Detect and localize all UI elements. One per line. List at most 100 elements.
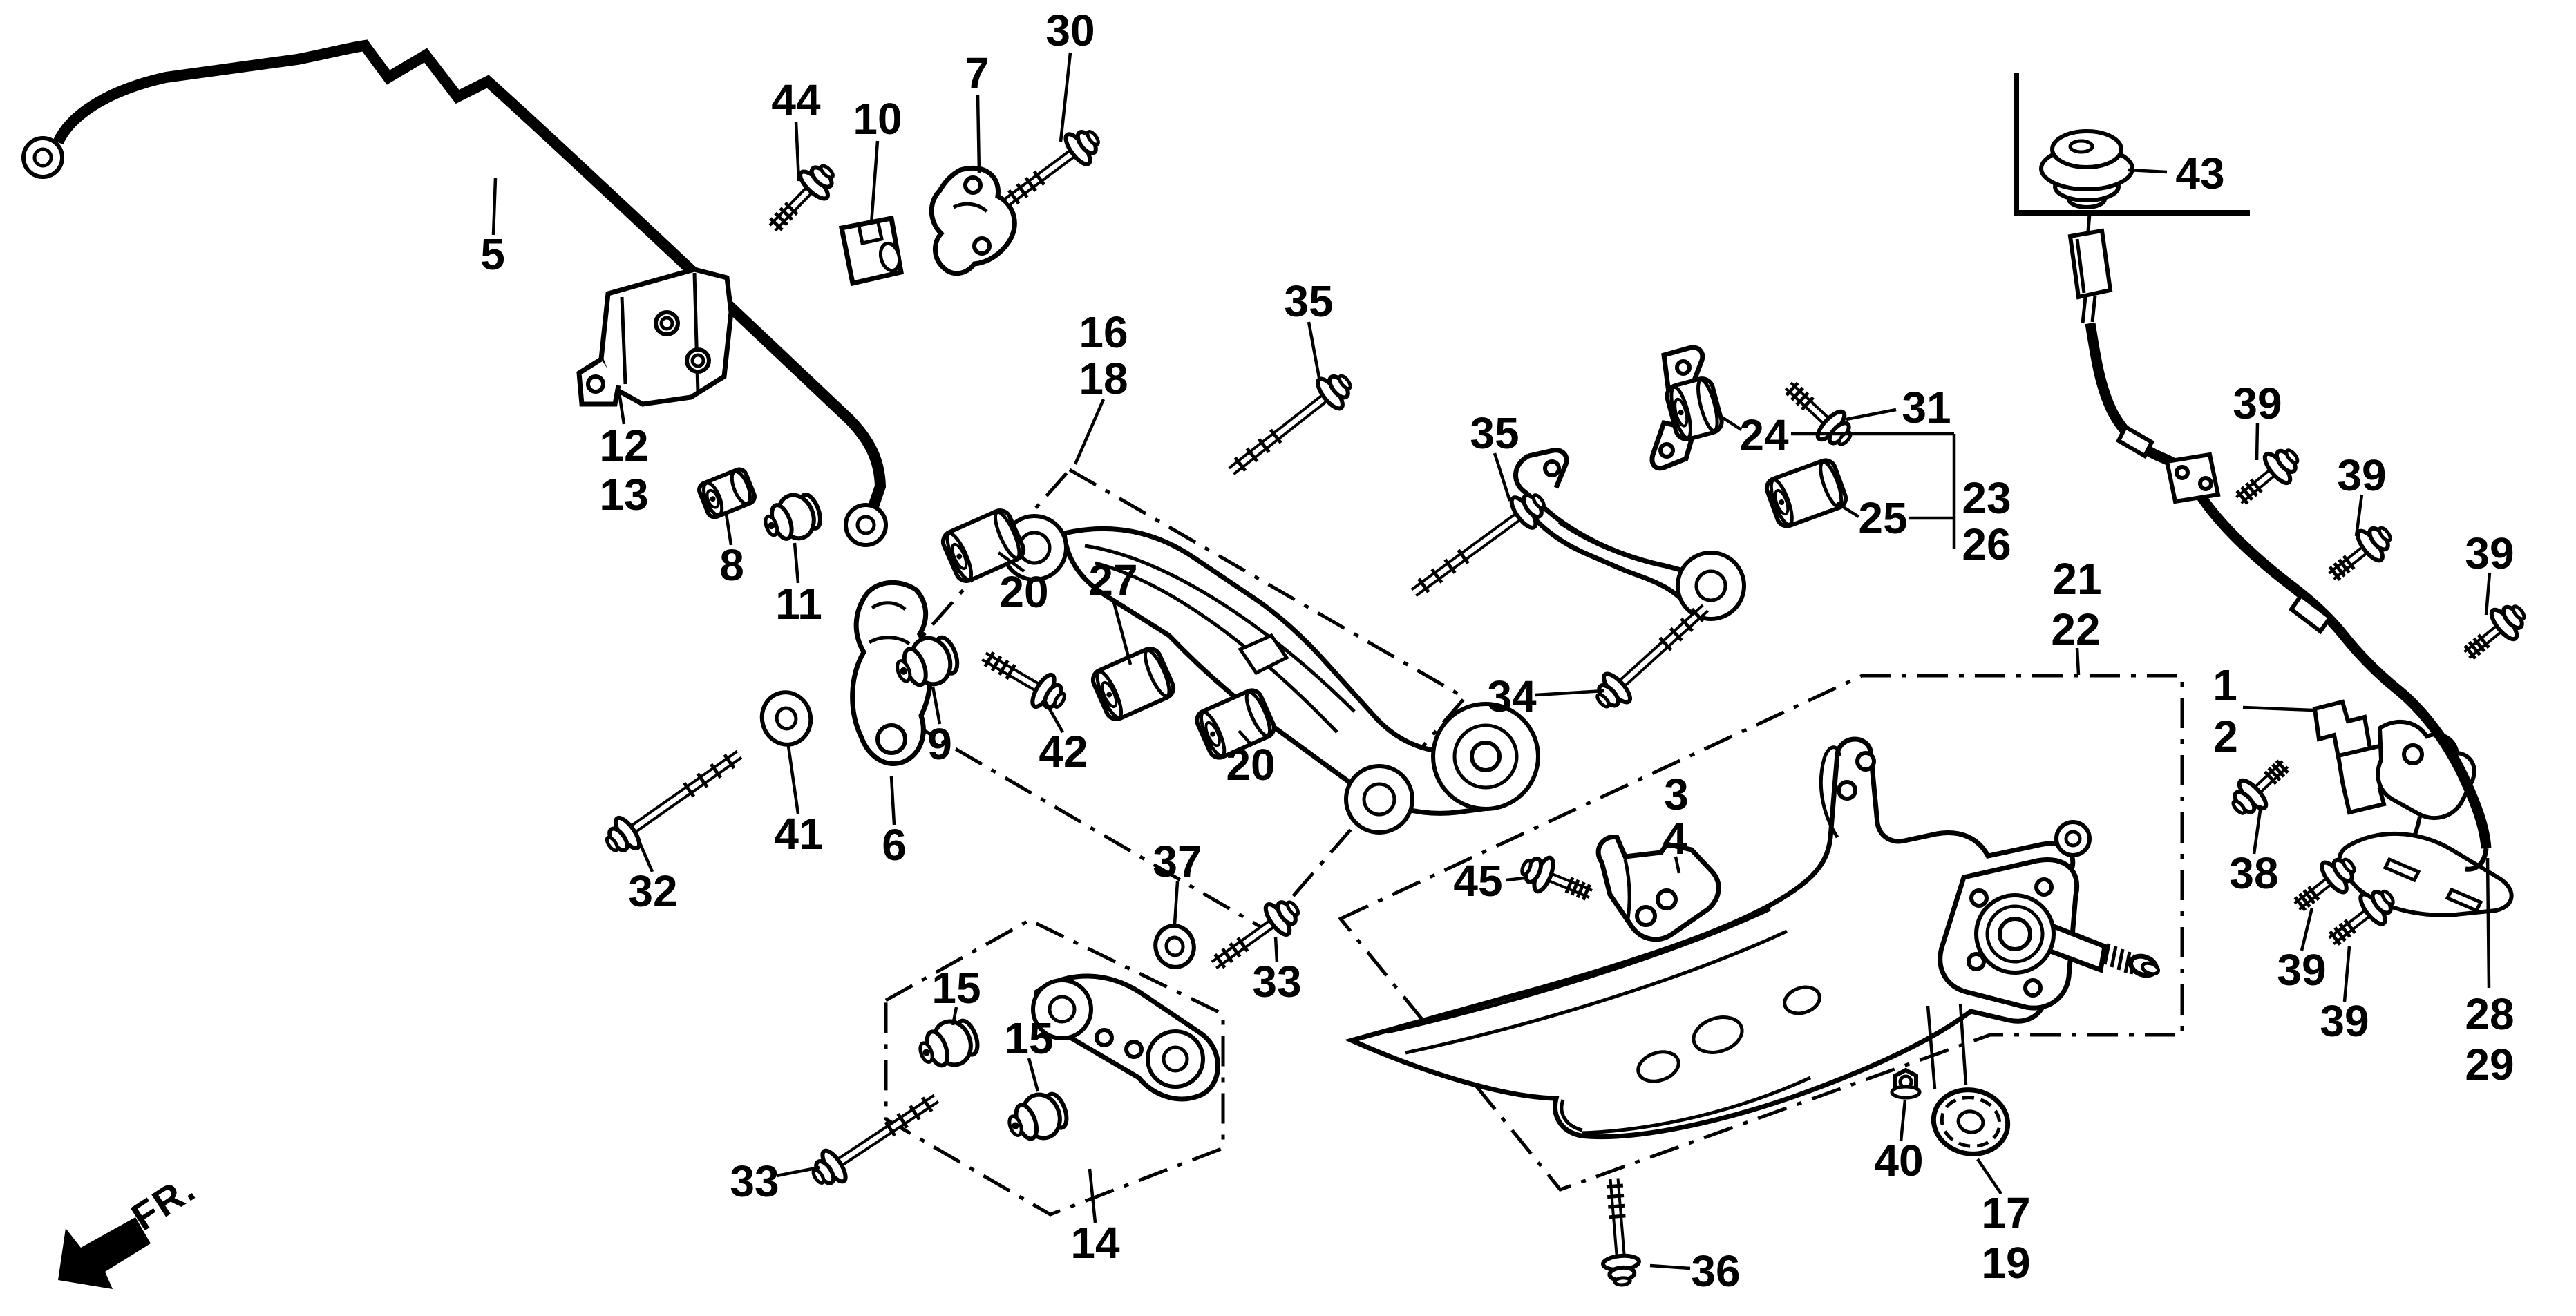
- part-callout-28: 28: [2465, 989, 2514, 1039]
- part-callout-41: 41: [774, 809, 823, 859]
- part-callout-23: 23: [1962, 473, 2011, 523]
- part-callout-7: 7: [965, 48, 989, 98]
- spindle-splines: [2103, 943, 2137, 975]
- upper-arm-eye: [1676, 551, 1746, 621]
- bushing-27: [1090, 647, 1176, 721]
- part-callout-1: 1: [2213, 660, 2237, 710]
- bolt-36: [1601, 1178, 1641, 1287]
- bushing-15-a: [918, 1018, 980, 1068]
- bracket12-hole: [586, 374, 605, 394]
- part-callout-10: 10: [853, 94, 902, 144]
- leader-line: [1088, 1168, 1097, 1223]
- part-callout-37: 37: [1153, 837, 1202, 886]
- leader-line: [2485, 857, 2491, 989]
- part-callout-25: 25: [1858, 493, 1907, 543]
- bushing-20-rear: [1195, 688, 1276, 760]
- leader-line: [2252, 805, 2263, 855]
- part-callout-13: 13: [599, 470, 648, 519]
- upper-arm-23-26: [1513, 448, 1694, 613]
- leader-line: [976, 95, 981, 173]
- part-callout-36: 36: [1691, 1246, 1740, 1296]
- leader-line: [869, 140, 880, 225]
- part-callout-24: 24: [1739, 410, 1789, 460]
- part-callout-14: 14: [1070, 1218, 1120, 1268]
- part-callout-17: 17: [1981, 1188, 2030, 1238]
- leader-line: [2484, 572, 2492, 616]
- clamp7-hole-a: [963, 175, 983, 195]
- part-callout-29: 29: [2465, 1040, 2514, 1089]
- sensor-bracket-hole: [2402, 743, 2424, 765]
- part-callout-39: 39: [2233, 379, 2282, 428]
- leader-line: [1173, 881, 1180, 925]
- harness-sleeve-a: [2116, 423, 2154, 459]
- leader-line: [1926, 1005, 1937, 1089]
- clip-plate-hole-b: [2198, 476, 2213, 491]
- part-callout-18: 18: [1079, 354, 1128, 403]
- bolt-33-upper: [1211, 900, 1300, 970]
- leader-line: [637, 841, 654, 872]
- part-callout-5: 5: [480, 229, 505, 279]
- nut-40: [1890, 1067, 1922, 1100]
- bolt-39-b: [2328, 526, 2392, 582]
- part-callout-32: 32: [628, 866, 677, 916]
- leader-line: [2300, 907, 2314, 951]
- leader-line: [1111, 599, 1133, 665]
- bolt-33-lower: [811, 1094, 940, 1185]
- leader-line: [1493, 452, 1512, 502]
- fr-direction-arrow: FR.: [58, 1166, 203, 1289]
- bolt-39-c: [2463, 604, 2526, 660]
- part-callout-44: 44: [771, 75, 821, 125]
- part-callout-4: 4: [1663, 814, 1687, 864]
- leader-line: [1043, 699, 1064, 734]
- part-callout-26: 26: [1962, 519, 2011, 569]
- inset-corner-box: [2014, 73, 2250, 216]
- leader-line: [2075, 647, 2081, 676]
- bracket34-hole-b: [1656, 888, 1678, 910]
- bolt-32: [605, 750, 743, 852]
- part-callout-20: 20: [1226, 740, 1275, 790]
- bolt-45: [1520, 855, 1593, 901]
- part-callout-33: 33: [1252, 957, 1301, 1007]
- washer-37: [1153, 924, 1196, 969]
- leader-line: [776, 1165, 820, 1178]
- part-callout-19: 19: [1981, 1238, 2030, 1288]
- bushing-8: [697, 467, 757, 519]
- part-callout-15: 15: [931, 963, 981, 1013]
- leader-line: [491, 178, 498, 236]
- part-callout-16: 16: [1079, 307, 1128, 357]
- leader-line: [1273, 936, 1279, 963]
- part-callout-33: 33: [730, 1156, 779, 1206]
- generated-parts: [21, 130, 2526, 1287]
- bracket34-tab-hole: [1543, 459, 1561, 477]
- leader-line: [1899, 1099, 1907, 1142]
- bolt-42: [981, 651, 1066, 710]
- part-callout-43: 43: [2175, 149, 2224, 198]
- bolt-35-rear: [1410, 493, 1546, 598]
- leader-line: [2354, 494, 2364, 537]
- part-callout-35: 35: [1470, 408, 1519, 458]
- leader-line: [1073, 399, 1106, 465]
- part-callout-11: 11: [775, 579, 822, 629]
- hub-hole-b: [2034, 877, 2054, 897]
- arm14-left-eye: [1031, 978, 1093, 1040]
- leader-line: [724, 513, 733, 546]
- screw-44: [768, 164, 835, 232]
- part-callout-35: 35: [1284, 276, 1333, 326]
- abs-connector: [2067, 213, 2113, 324]
- stab-bar-eye-left: [21, 136, 64, 179]
- leader-line: [1027, 1058, 1040, 1092]
- hub-center: [1998, 917, 2032, 951]
- bolt-39-d: [2293, 857, 2356, 912]
- bracket34-hole-a: [1635, 905, 1657, 927]
- part-callout-8: 8: [719, 540, 744, 590]
- bracket-3-4: [1595, 835, 1721, 942]
- part-callout-39: 39: [2320, 996, 2369, 1046]
- group-box-arm14: [884, 918, 1225, 1217]
- arm14-hole-b: [1124, 1040, 1144, 1059]
- leader-line: [794, 121, 801, 182]
- hub-hole-c: [1967, 952, 1986, 971]
- part-callout-22: 22: [2051, 604, 2100, 654]
- leader-line: [1506, 876, 1525, 882]
- leader-lines: [491, 52, 2492, 1270]
- part-callout-39: 39: [2337, 450, 2386, 500]
